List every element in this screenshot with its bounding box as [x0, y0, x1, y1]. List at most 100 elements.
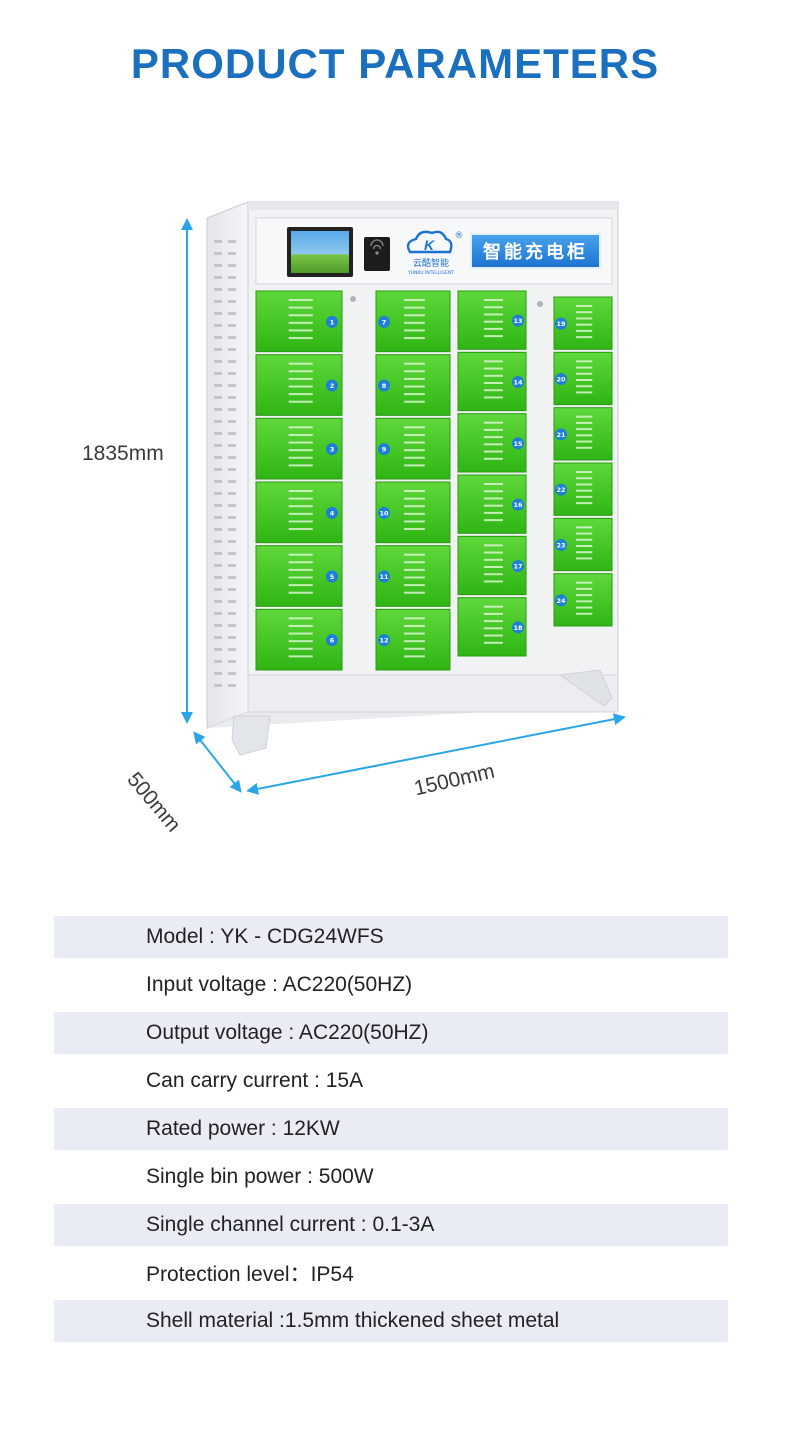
brand-logo: K ® 云酷智能 YUNKU INTELLIGENT — [406, 230, 464, 276]
vent-slot — [214, 456, 222, 459]
door-vent-line — [483, 436, 503, 439]
door-vent-line — [404, 321, 425, 324]
locker-number-badge — [378, 570, 390, 583]
locker-door: 4 — [255, 481, 343, 544]
side-vent-slots — [214, 240, 236, 687]
vent-slot — [228, 540, 236, 543]
vent-slot — [214, 540, 222, 543]
locker-number: 23 — [556, 542, 565, 550]
vent-slot — [214, 684, 222, 687]
locker-number: 7 — [382, 318, 387, 326]
door-vent-line — [288, 306, 313, 309]
cabinet-side-panel — [206, 201, 249, 729]
locker-door: 23 — [553, 517, 613, 572]
parameter-row: Output voltage : AC220(50HZ) — [54, 1012, 728, 1054]
vent-slot — [228, 372, 236, 375]
door-vent-line — [576, 538, 593, 541]
vent-slot — [228, 552, 236, 555]
card-reader-wifi-icon — [370, 239, 384, 255]
vent-slot — [228, 516, 236, 519]
door-vent-line — [288, 337, 313, 340]
door-vent-line — [483, 641, 503, 644]
door-vent-line — [576, 372, 593, 375]
vent-slot — [214, 384, 222, 387]
door-vent-line — [576, 317, 593, 320]
locker-number-badge — [378, 379, 390, 392]
door-vent-line — [576, 329, 593, 332]
door-vent-line — [288, 321, 313, 324]
vent-slot — [214, 516, 222, 519]
vent-slot — [214, 588, 222, 591]
door-vent-line — [404, 655, 425, 658]
left-foot — [231, 715, 271, 756]
locker-number: 21 — [556, 431, 566, 439]
door-vent-line — [404, 568, 425, 571]
door-vent-line — [576, 600, 593, 603]
door-vent-line — [576, 305, 593, 307]
locker-number: 12 — [379, 637, 388, 645]
door-vent-line — [404, 561, 425, 564]
door-vent-line — [576, 489, 593, 492]
vent-slot — [228, 456, 236, 459]
door-vent-line — [288, 497, 313, 500]
vent-slot — [214, 432, 222, 435]
door-vent-line — [483, 428, 503, 431]
door-vent-line — [288, 632, 313, 635]
vent-slot — [214, 408, 222, 411]
door-vent-line — [288, 490, 313, 492]
door-vent-line — [288, 528, 313, 531]
locker-number: 2 — [330, 382, 335, 390]
door-vent-line — [288, 520, 313, 523]
vent-slot — [228, 288, 236, 291]
vent-slot — [228, 504, 236, 507]
vent-slot — [228, 624, 236, 627]
locker-door: 22 — [553, 462, 613, 516]
vent-slot — [214, 324, 222, 327]
locker-door: 8 — [375, 354, 451, 416]
locker-number-badge — [512, 621, 524, 634]
locker-door: 16 — [457, 474, 527, 534]
door-vent-line — [483, 504, 503, 507]
vent-slot — [228, 336, 236, 339]
door-vent-line — [576, 428, 593, 431]
locker-number-badge — [512, 437, 524, 450]
locker-door: 5 — [255, 545, 343, 607]
locker-door: 2 — [255, 354, 343, 416]
door-vent-line — [576, 526, 593, 529]
locker-door: 14 — [457, 351, 527, 412]
door-vent-line — [483, 558, 503, 561]
vent-slot — [214, 624, 222, 627]
vent-slot — [228, 672, 236, 675]
door-vent-line — [404, 624, 425, 627]
door-vent-line — [483, 490, 503, 493]
door-vent-line — [483, 519, 503, 522]
door-vent-line — [576, 391, 593, 394]
door-vent-line — [404, 400, 425, 403]
vent-slot — [214, 492, 222, 495]
door-vent-line — [483, 573, 503, 576]
vent-slot — [228, 636, 236, 639]
vent-slot — [214, 648, 222, 651]
door-vent-line — [404, 632, 425, 635]
vent-slot — [214, 252, 222, 255]
cabinet-sign-text: 智能充电柜 — [483, 241, 588, 263]
door-vent-line — [483, 627, 503, 630]
door-vent-line — [576, 551, 593, 554]
door-vent-line — [288, 377, 313, 380]
door-vent-line — [404, 512, 425, 515]
door-vent-line — [404, 337, 425, 340]
locker-door: 24 — [553, 573, 613, 627]
door-vent-line — [288, 464, 313, 467]
door-vent-line — [288, 370, 313, 373]
locker-number: 16 — [513, 501, 523, 509]
locker-number-badge — [512, 314, 524, 327]
locker-door: 19 — [553, 296, 613, 350]
door-vent-line — [404, 385, 425, 388]
vent-slot — [228, 588, 236, 591]
door-vent-line — [404, 584, 425, 587]
door-vent-line — [288, 655, 313, 658]
door-vent-line — [288, 568, 313, 571]
door-vent-line — [288, 647, 313, 650]
vent-slot — [228, 240, 236, 243]
locker-number-badge — [378, 506, 390, 519]
